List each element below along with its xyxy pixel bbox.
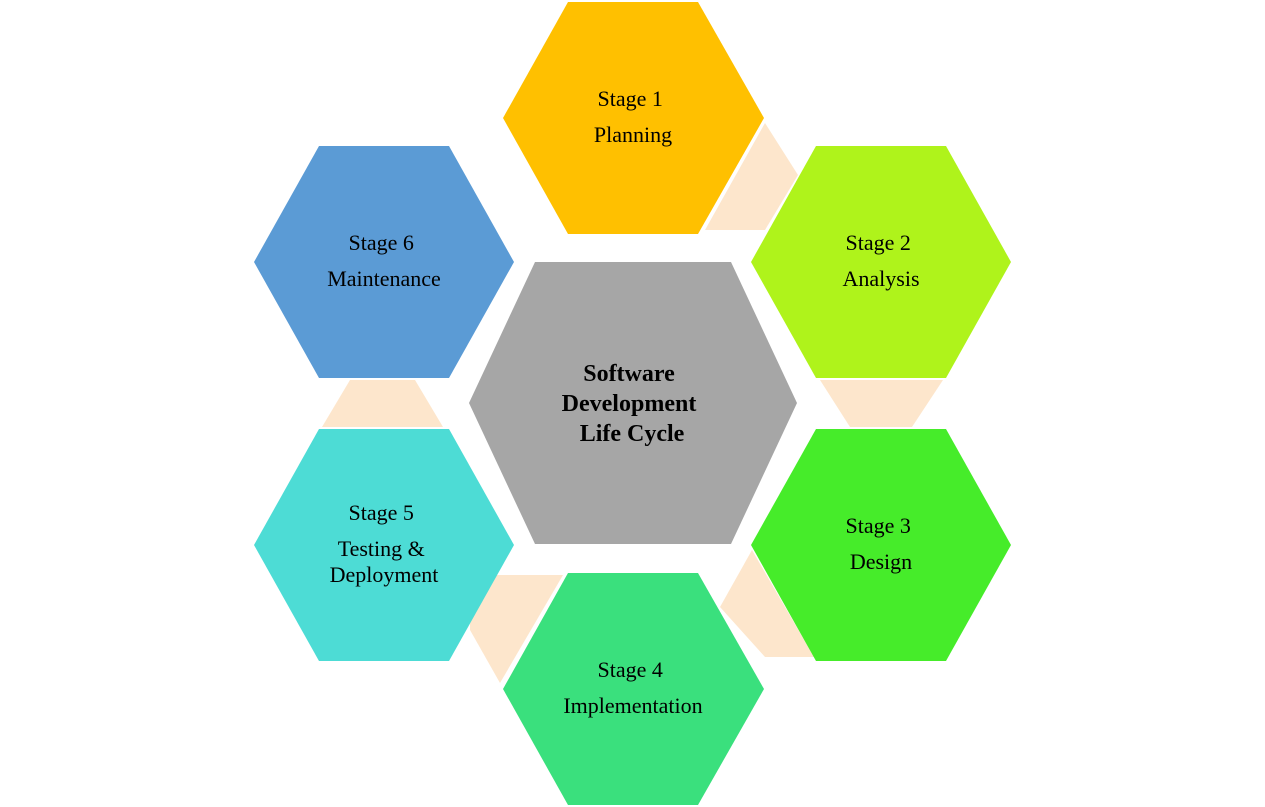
stage-6-name: Maintenance bbox=[327, 266, 441, 291]
connector-stage2-to-stage3 bbox=[820, 380, 943, 427]
stage-4-hexagon-shape bbox=[503, 573, 764, 805]
stage-5-name-line-1: Testing & bbox=[338, 536, 425, 561]
stage-1-hexagon-shape bbox=[503, 2, 764, 234]
stage-3-hexagon: Stage 3 Design bbox=[751, 429, 1011, 661]
stage-6-number: Stage 6 bbox=[349, 230, 414, 255]
stage-2-hexagon-shape bbox=[751, 146, 1011, 378]
center-title-line-2: Development bbox=[562, 391, 697, 417]
center-title-line-3: Life Cycle bbox=[580, 421, 685, 447]
stage-1-label: Stage 1 Planning bbox=[594, 86, 672, 147]
stage-5-hexagon: Stage 5 Testing & Deployment bbox=[254, 429, 514, 661]
stage-5-number: Stage 5 bbox=[349, 500, 414, 525]
center-title-line-1: Software bbox=[583, 361, 675, 387]
stage-4-hexagon: Stage 4 Implementation bbox=[503, 573, 764, 805]
stage-connectors bbox=[322, 123, 943, 683]
stage-5-name-line-2: Deployment bbox=[330, 562, 439, 587]
stage-2-hexagon: Stage 2 Analysis bbox=[751, 146, 1011, 378]
stage-1-name: Planning bbox=[594, 122, 672, 147]
center-hexagon: Software Development Life Cycle bbox=[469, 262, 797, 544]
stage-3-name: Design bbox=[850, 549, 912, 574]
stage-6-label: Stage 6 Maintenance bbox=[327, 230, 441, 291]
stage-3-hexagon-shape bbox=[751, 429, 1011, 661]
stage-2-number: Stage 2 bbox=[846, 230, 911, 255]
stage-4-number: Stage 4 bbox=[598, 657, 663, 682]
stage-5-hexagon-shape bbox=[254, 429, 514, 661]
connector-stage4-to-stage5 bbox=[470, 575, 563, 683]
center-title: Software Development Life Cycle bbox=[562, 361, 703, 447]
stage-6-hexagon-shape bbox=[254, 146, 514, 378]
connector-stage3-to-stage4 bbox=[720, 550, 814, 657]
stage-4-label: Stage 4 Implementation bbox=[563, 657, 702, 718]
stage-2-label: Stage 2 Analysis bbox=[843, 230, 920, 291]
stage-2-name: Analysis bbox=[843, 266, 920, 291]
stage-1-hexagon: Stage 1 Planning bbox=[503, 2, 764, 234]
stage-1-number: Stage 1 bbox=[598, 86, 663, 111]
connector-stage5-to-stage6 bbox=[322, 380, 443, 427]
connector-stage1-to-stage2 bbox=[705, 123, 798, 230]
center-hexagon-shape bbox=[469, 262, 797, 544]
stage-4-name: Implementation bbox=[563, 693, 702, 718]
stage-3-number: Stage 3 bbox=[846, 513, 911, 538]
stage-6-hexagon: Stage 6 Maintenance bbox=[254, 146, 514, 378]
stage-3-label: Stage 3 Design bbox=[846, 513, 917, 574]
stage-5-label: Stage 5 Testing & Deployment bbox=[330, 500, 439, 587]
